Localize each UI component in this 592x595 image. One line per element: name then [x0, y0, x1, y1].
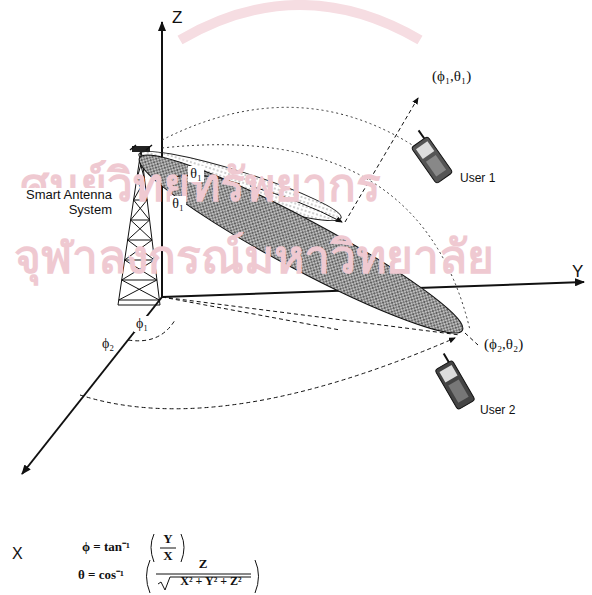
angle-label: θ₁ — [188, 166, 204, 182]
formula-text: X² + Y² + Z² — [180, 575, 241, 589]
formula-text: Y — [163, 532, 172, 547]
formula-text: ϕ = tan⁻¹ — [82, 540, 130, 555]
coordinate-label: (ϕ₁,θ₁) — [430, 68, 473, 85]
axis-label: X — [12, 545, 23, 563]
angle-label: θ₁ — [170, 196, 186, 212]
user-label: User 2 — [478, 404, 517, 418]
formula-text: θ = cos⁻¹ — [78, 568, 124, 583]
system-label: Smart Antenna System — [14, 188, 114, 218]
angle-label: ϕ₂ — [100, 336, 116, 352]
angle-label: ϕ₁ — [134, 316, 150, 332]
user-label: User 1 — [458, 172, 497, 186]
axis-label: Z — [172, 8, 182, 28]
watermark: จุฬาลงกรณ์มหาวิทยาลัย — [14, 232, 494, 285]
coordinate-label: (ϕ₂,θ₂) — [482, 336, 525, 353]
axis-label: Y — [572, 262, 583, 282]
formula-text: X — [163, 549, 172, 564]
formula-text: Z — [199, 557, 208, 572]
